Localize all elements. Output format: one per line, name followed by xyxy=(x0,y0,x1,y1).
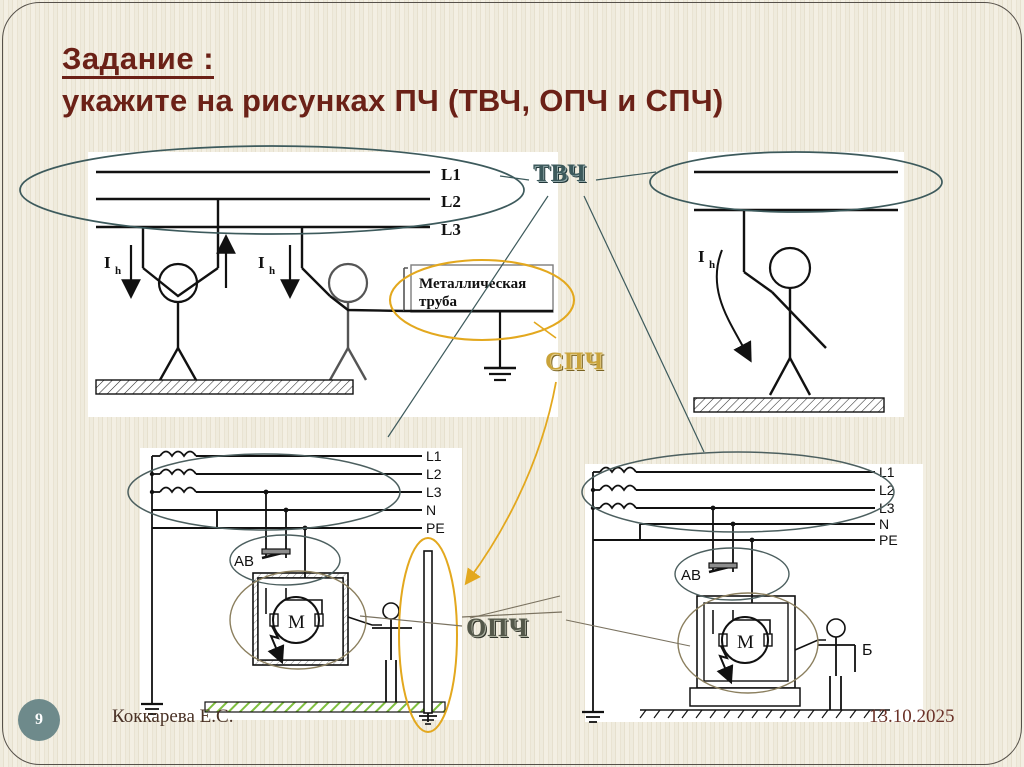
svg-text:I: I xyxy=(698,247,705,266)
annotation-overlay xyxy=(19,145,943,733)
earth-symbol-bl xyxy=(141,702,163,715)
date-stamp: 13.10.2025 xyxy=(869,706,955,727)
ellipse-tvch-right xyxy=(649,151,943,213)
callout-spch: СПЧ xyxy=(545,348,604,375)
svg-text:h: h xyxy=(269,265,275,277)
br-breaker-label: AB xyxy=(681,567,701,584)
ellipse-bl-breaker xyxy=(229,534,341,586)
current-label-1: I h xyxy=(104,253,121,277)
circuit-breaker-br: AB xyxy=(681,562,738,584)
title-line-2: укажите на рисунках ПЧ (ТВЧ, ОПЧ и СПЧ) xyxy=(62,83,724,119)
bl-label-L1: L1 xyxy=(426,448,442,464)
callout-tvch: ТВЧ xyxy=(533,160,587,187)
metal-pipe-callout: Металлическая труба xyxy=(403,264,554,313)
label-L3: L3 xyxy=(441,220,461,239)
bl-breaker-label: AB xyxy=(234,553,254,570)
current-label-2: I h xyxy=(258,253,275,277)
ellipse-spch xyxy=(388,258,576,342)
ellipse-opch-rod xyxy=(398,537,458,733)
br-label-PE: PE xyxy=(879,532,898,548)
person-bl xyxy=(372,602,412,702)
svg-text:h: h xyxy=(115,265,121,277)
bl-motor-label: M xyxy=(288,612,305,633)
br-label-N: N xyxy=(879,516,889,532)
svg-text:h: h xyxy=(709,259,715,271)
diagram-top-right: I h xyxy=(693,170,898,413)
callout-opch: ОПЧ xyxy=(466,613,529,642)
br-label-L3: L3 xyxy=(879,500,895,516)
ellipse-tvch-left xyxy=(19,145,525,235)
title-line-1: Задание : xyxy=(62,42,215,80)
author-credit: Коккарева Е.С. xyxy=(112,706,234,727)
ellipse-br-bus xyxy=(581,451,895,533)
svg-text:I: I xyxy=(104,253,111,272)
page-title: Задание : укажите на рисунках ПЧ (ТВЧ, О… xyxy=(0,42,1024,119)
current-label-tr: I h xyxy=(698,247,715,271)
motor-assembly-br: M xyxy=(689,595,801,707)
figure-panel-top-right xyxy=(688,152,904,417)
ellipse-br-breaker xyxy=(674,547,790,601)
motor-assembly-bl: M xyxy=(252,572,349,666)
person-br: Б xyxy=(818,618,873,710)
bl-label-PE: PE xyxy=(426,520,445,536)
br-label-L2: L2 xyxy=(879,482,895,498)
br-motor-label: M xyxy=(737,632,754,653)
br-label-L1: L1 xyxy=(879,464,895,480)
diagram-top-left: L1 L2 L3 I h I xyxy=(95,165,554,395)
earth-symbol-br xyxy=(582,710,604,723)
earth-symbol-tl xyxy=(484,366,516,382)
bl-label-N: N xyxy=(426,502,436,518)
leader-spch-to-rod xyxy=(464,381,557,586)
pipe-label-1: Металлическая xyxy=(419,276,526,292)
slide-number-badge: 9 xyxy=(18,699,60,741)
br-person-label: Б xyxy=(862,642,873,659)
label-L2: L2 xyxy=(441,192,461,211)
bl-label-L3: L3 xyxy=(426,484,442,500)
ellipse-bl-bus xyxy=(127,453,401,531)
ellipse-bl-motor xyxy=(229,570,367,670)
svg-text:I: I xyxy=(258,253,265,272)
grounding-rod-bl xyxy=(419,550,437,725)
pipe-label-2: труба xyxy=(419,294,457,310)
diagram-bottom-right: L1 L2 L3 N PE AB xyxy=(582,464,898,723)
circuit-breaker-bl: AB xyxy=(234,548,291,570)
label-L1: L1 xyxy=(441,165,461,184)
diagram-bottom-left: L1 L2 L3 N PE AB xyxy=(141,448,446,725)
bl-label-L2: L2 xyxy=(426,466,442,482)
